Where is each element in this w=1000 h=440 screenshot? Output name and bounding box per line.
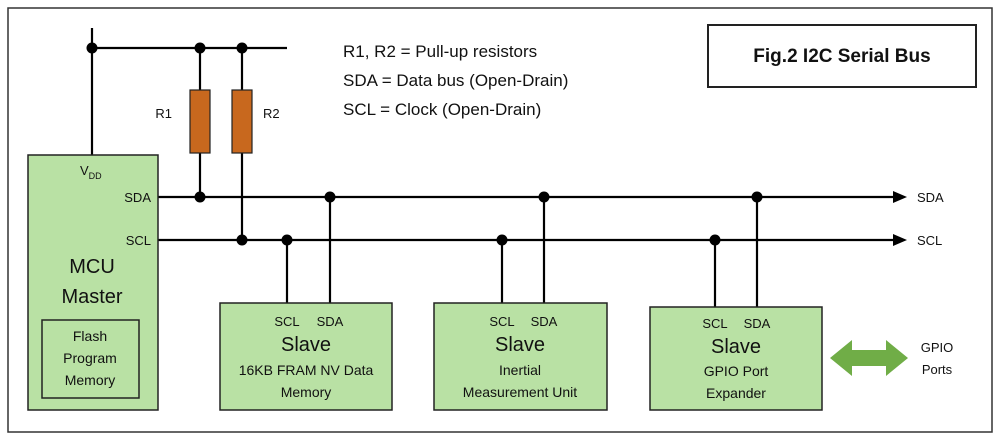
slave2-sda-pin: SDA	[531, 314, 558, 329]
slave2-desc2: Measurement Unit	[463, 384, 577, 400]
slave3-scl-pin: SCL	[702, 316, 727, 331]
mcu-master-box	[27, 154, 159, 411]
sda-arrowhead	[893, 191, 907, 203]
flash-line1: Flash	[73, 328, 107, 344]
figure-title: Fig.2 I2C Serial Bus	[753, 46, 930, 67]
slave2-desc1: Inertial	[499, 362, 541, 378]
gpio-double-arrow-icon	[830, 340, 908, 376]
slave3-sda-junction	[751, 191, 763, 203]
slave3-title: Slave	[711, 336, 761, 358]
resistor-r1	[189, 89, 211, 154]
flash-line2: Program	[63, 350, 117, 366]
slave2-scl-junction	[496, 234, 508, 246]
slave3-scl-junction	[709, 234, 721, 246]
gpio-label-line2: Ports	[922, 362, 953, 377]
slave3-desc1: GPIO Port	[704, 363, 769, 379]
slave1-sda-pin: SDA	[317, 314, 344, 329]
slave2-box	[433, 302, 608, 411]
vdd-label: VDD	[80, 163, 102, 181]
slave1-scl-pin: SCL	[274, 314, 299, 329]
gpio-label-line1: GPIO	[921, 340, 954, 355]
master-line2: Master	[61, 286, 122, 308]
scl-bus-label: SCL	[917, 233, 942, 248]
legend-sda: SDA = Data bus (Open-Drain)	[343, 71, 568, 90]
vdd-junction	[86, 42, 98, 54]
slave3-sda-pin: SDA	[744, 316, 771, 331]
slave2-sda-junction	[538, 191, 550, 203]
slave3-box	[649, 306, 823, 411]
slave1-desc1: 16KB FRAM NV Data	[239, 362, 374, 378]
slave1-title: Slave	[281, 334, 331, 356]
slave1-desc2: Memory	[281, 384, 332, 400]
r2-scl-junction	[236, 234, 248, 246]
scl-arrowhead	[893, 234, 907, 246]
master-scl-pin: SCL	[126, 233, 151, 248]
legend-scl: SCL = Clock (Open-Drain)	[343, 100, 541, 119]
r2-label: R2	[263, 106, 280, 121]
sda-bus-label: SDA	[917, 190, 944, 205]
master-sda-pin: SDA	[124, 190, 151, 205]
flash-memory-box	[41, 319, 140, 399]
resistor-r2	[231, 89, 253, 154]
slave3-desc2: Expander	[706, 385, 766, 401]
master-line1: MCU	[69, 256, 115, 278]
title-box	[707, 24, 977, 88]
r1-label: R1	[155, 106, 172, 121]
slave1-scl-junction	[281, 234, 293, 246]
slave1-sda-junction	[324, 191, 336, 203]
flash-line3: Memory	[65, 372, 116, 388]
slave2-scl-pin: SCL	[489, 314, 514, 329]
r1-sda-junction	[194, 191, 206, 203]
slave2-title: Slave	[495, 334, 545, 356]
slave1-box	[219, 302, 393, 411]
legend-pullup: R1, R2 = Pull-up resistors	[343, 42, 537, 61]
